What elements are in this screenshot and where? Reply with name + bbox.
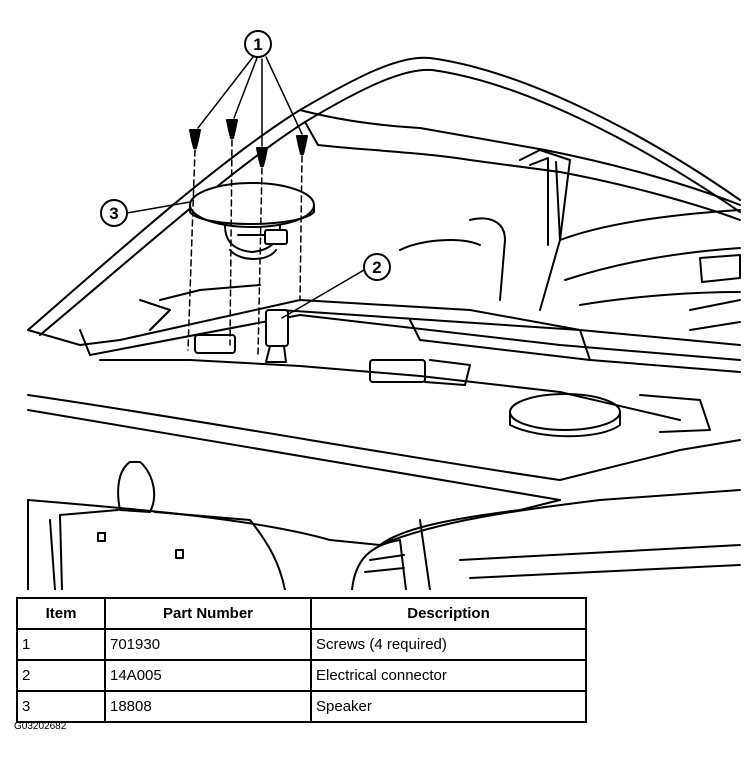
screw-install-lines xyxy=(187,139,303,356)
cell-description: Speaker xyxy=(310,690,587,723)
callout-1-label: 1 xyxy=(253,35,262,54)
callout-3: 3 xyxy=(100,199,128,227)
header-description: Description xyxy=(310,597,587,630)
header-item: Item xyxy=(16,597,106,630)
rear-package-tray-speaker-diagram: 1 2 3 xyxy=(27,30,741,590)
cell-item: 2 xyxy=(16,659,106,692)
callout-leader-lines xyxy=(126,56,365,319)
trunk-lid-drawing xyxy=(27,329,741,590)
rear-seat-drawing xyxy=(399,149,741,311)
cell-description: Electrical connector xyxy=(310,659,587,692)
callout-3-label: 3 xyxy=(109,204,118,223)
electrical-connector-drawing xyxy=(265,309,289,363)
table-row: 1 701930 Screws (4 required) xyxy=(16,628,587,661)
cell-item: 3 xyxy=(16,690,106,723)
parts-table: Item Part Number Description 1 701930 Sc… xyxy=(16,597,587,723)
figure-id: G03202682 xyxy=(14,721,67,732)
cell-description: Screws (4 required) xyxy=(310,628,587,661)
header-part-number: Part Number xyxy=(104,597,312,630)
cell-item: 1 xyxy=(16,628,106,661)
table-row: 3 18808 Speaker xyxy=(16,690,587,723)
cell-part-number: 701930 xyxy=(104,628,312,661)
cell-part-number: 18808 xyxy=(104,690,312,723)
callout-1: 1 xyxy=(244,30,272,58)
roof-line-drawing xyxy=(27,56,741,336)
callout-2: 2 xyxy=(363,253,391,281)
package-tray-drawing xyxy=(27,284,741,438)
speaker-drawing xyxy=(189,182,315,260)
table-row: 2 14A005 Electrical connector xyxy=(16,659,587,692)
cell-part-number: 14A005 xyxy=(104,659,312,692)
parts-table-header-row: Item Part Number Description xyxy=(16,597,587,630)
screw-icons xyxy=(189,119,308,167)
callout-2-label: 2 xyxy=(372,258,381,277)
